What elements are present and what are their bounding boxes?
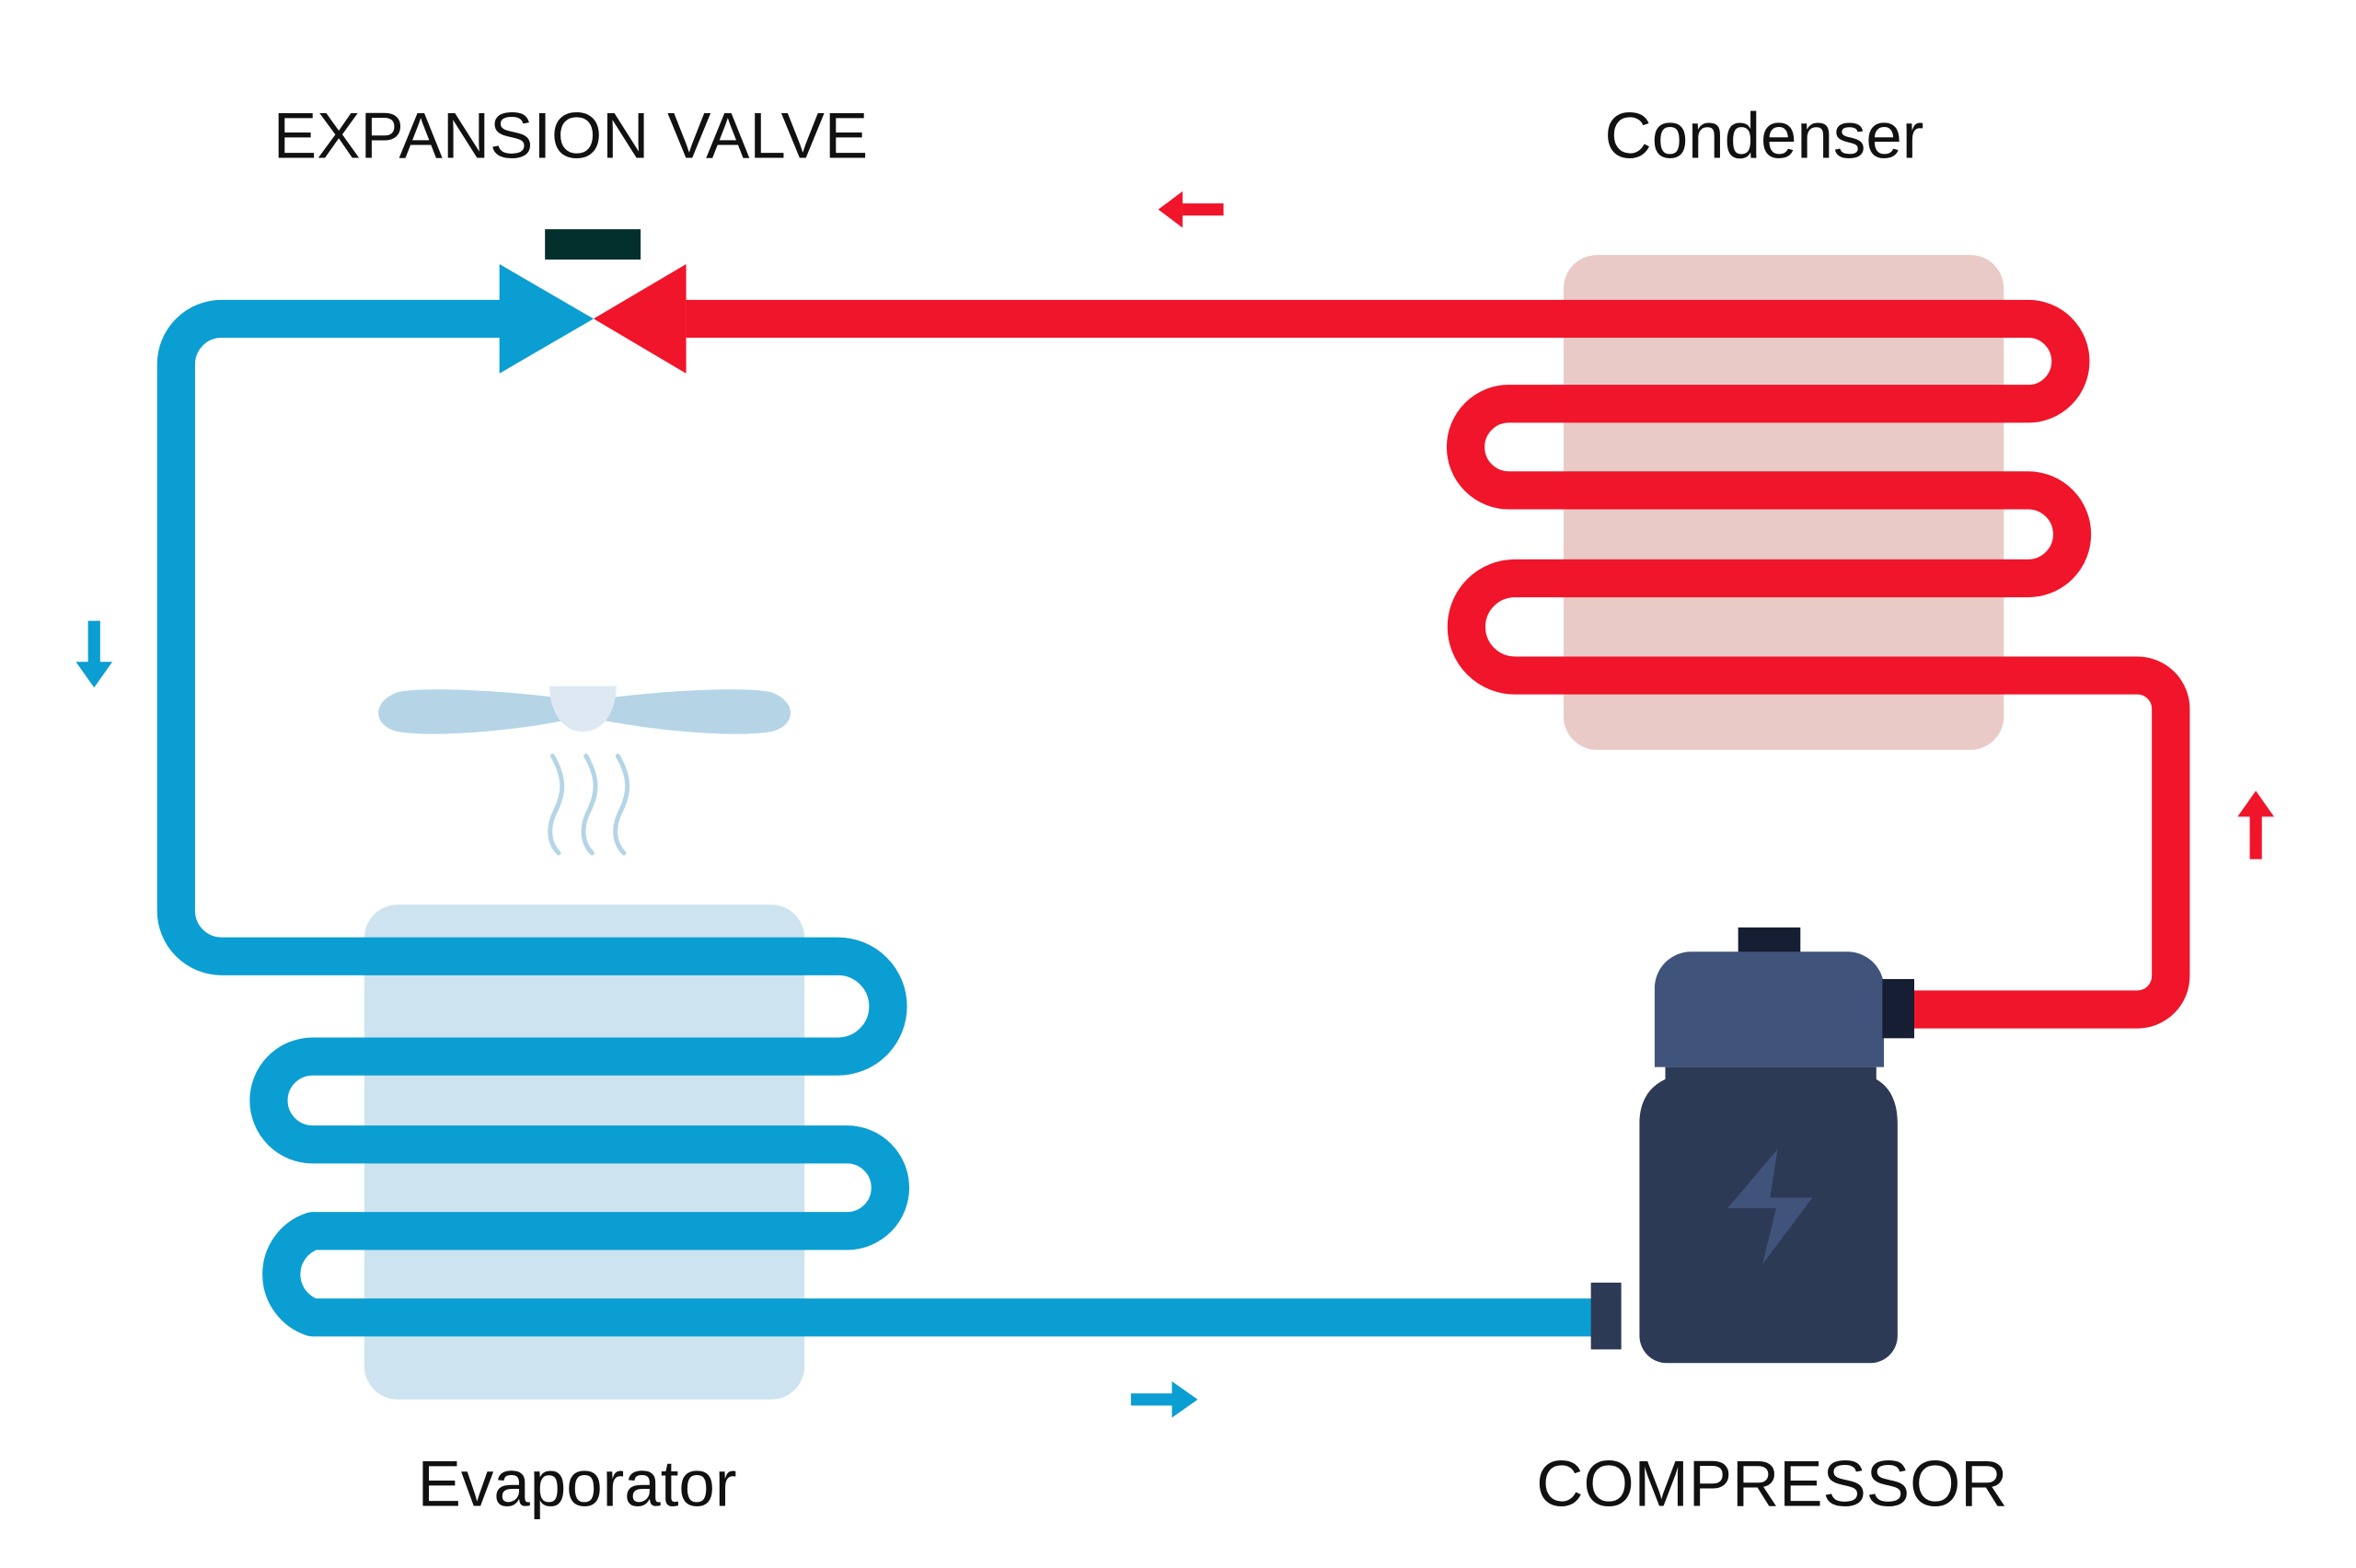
compressor-top-fitting: [1738, 927, 1801, 955]
valve-cold-cone: [499, 264, 594, 374]
hot-flow-left-arrow-icon: [1158, 190, 1224, 228]
fan-icon: [378, 686, 791, 856]
cold-pipe: [156, 299, 1610, 1337]
cold-flow-right-arrow-icon: [1130, 1381, 1198, 1418]
hot-flow-up-arrow-icon: [2237, 790, 2274, 859]
valve-hot-cone: [593, 264, 687, 374]
compressor-body: [1639, 1066, 1898, 1364]
compressor-inlet-fitting: [1590, 1282, 1622, 1350]
airflow-icon: [548, 754, 630, 856]
compressor-cap: [1654, 951, 1885, 1067]
lightning-icon: [1727, 1148, 1813, 1265]
compressor-label: COMPRESSOR: [1536, 1447, 2007, 1520]
compressor-outlet-fitting: [1882, 978, 1914, 1039]
compressor: [1590, 927, 1914, 1364]
condenser-label: Condenser: [1605, 100, 1924, 173]
cold-flow-down-arrow-icon: [75, 620, 113, 688]
expansion-valve: [499, 229, 687, 374]
expansion-valve-label: EXPANSION VALVE: [273, 100, 868, 173]
hot-pipe: [686, 299, 2190, 1029]
valve-actuator: [545, 229, 641, 260]
evaporator-label: Evaporator: [418, 1447, 737, 1520]
